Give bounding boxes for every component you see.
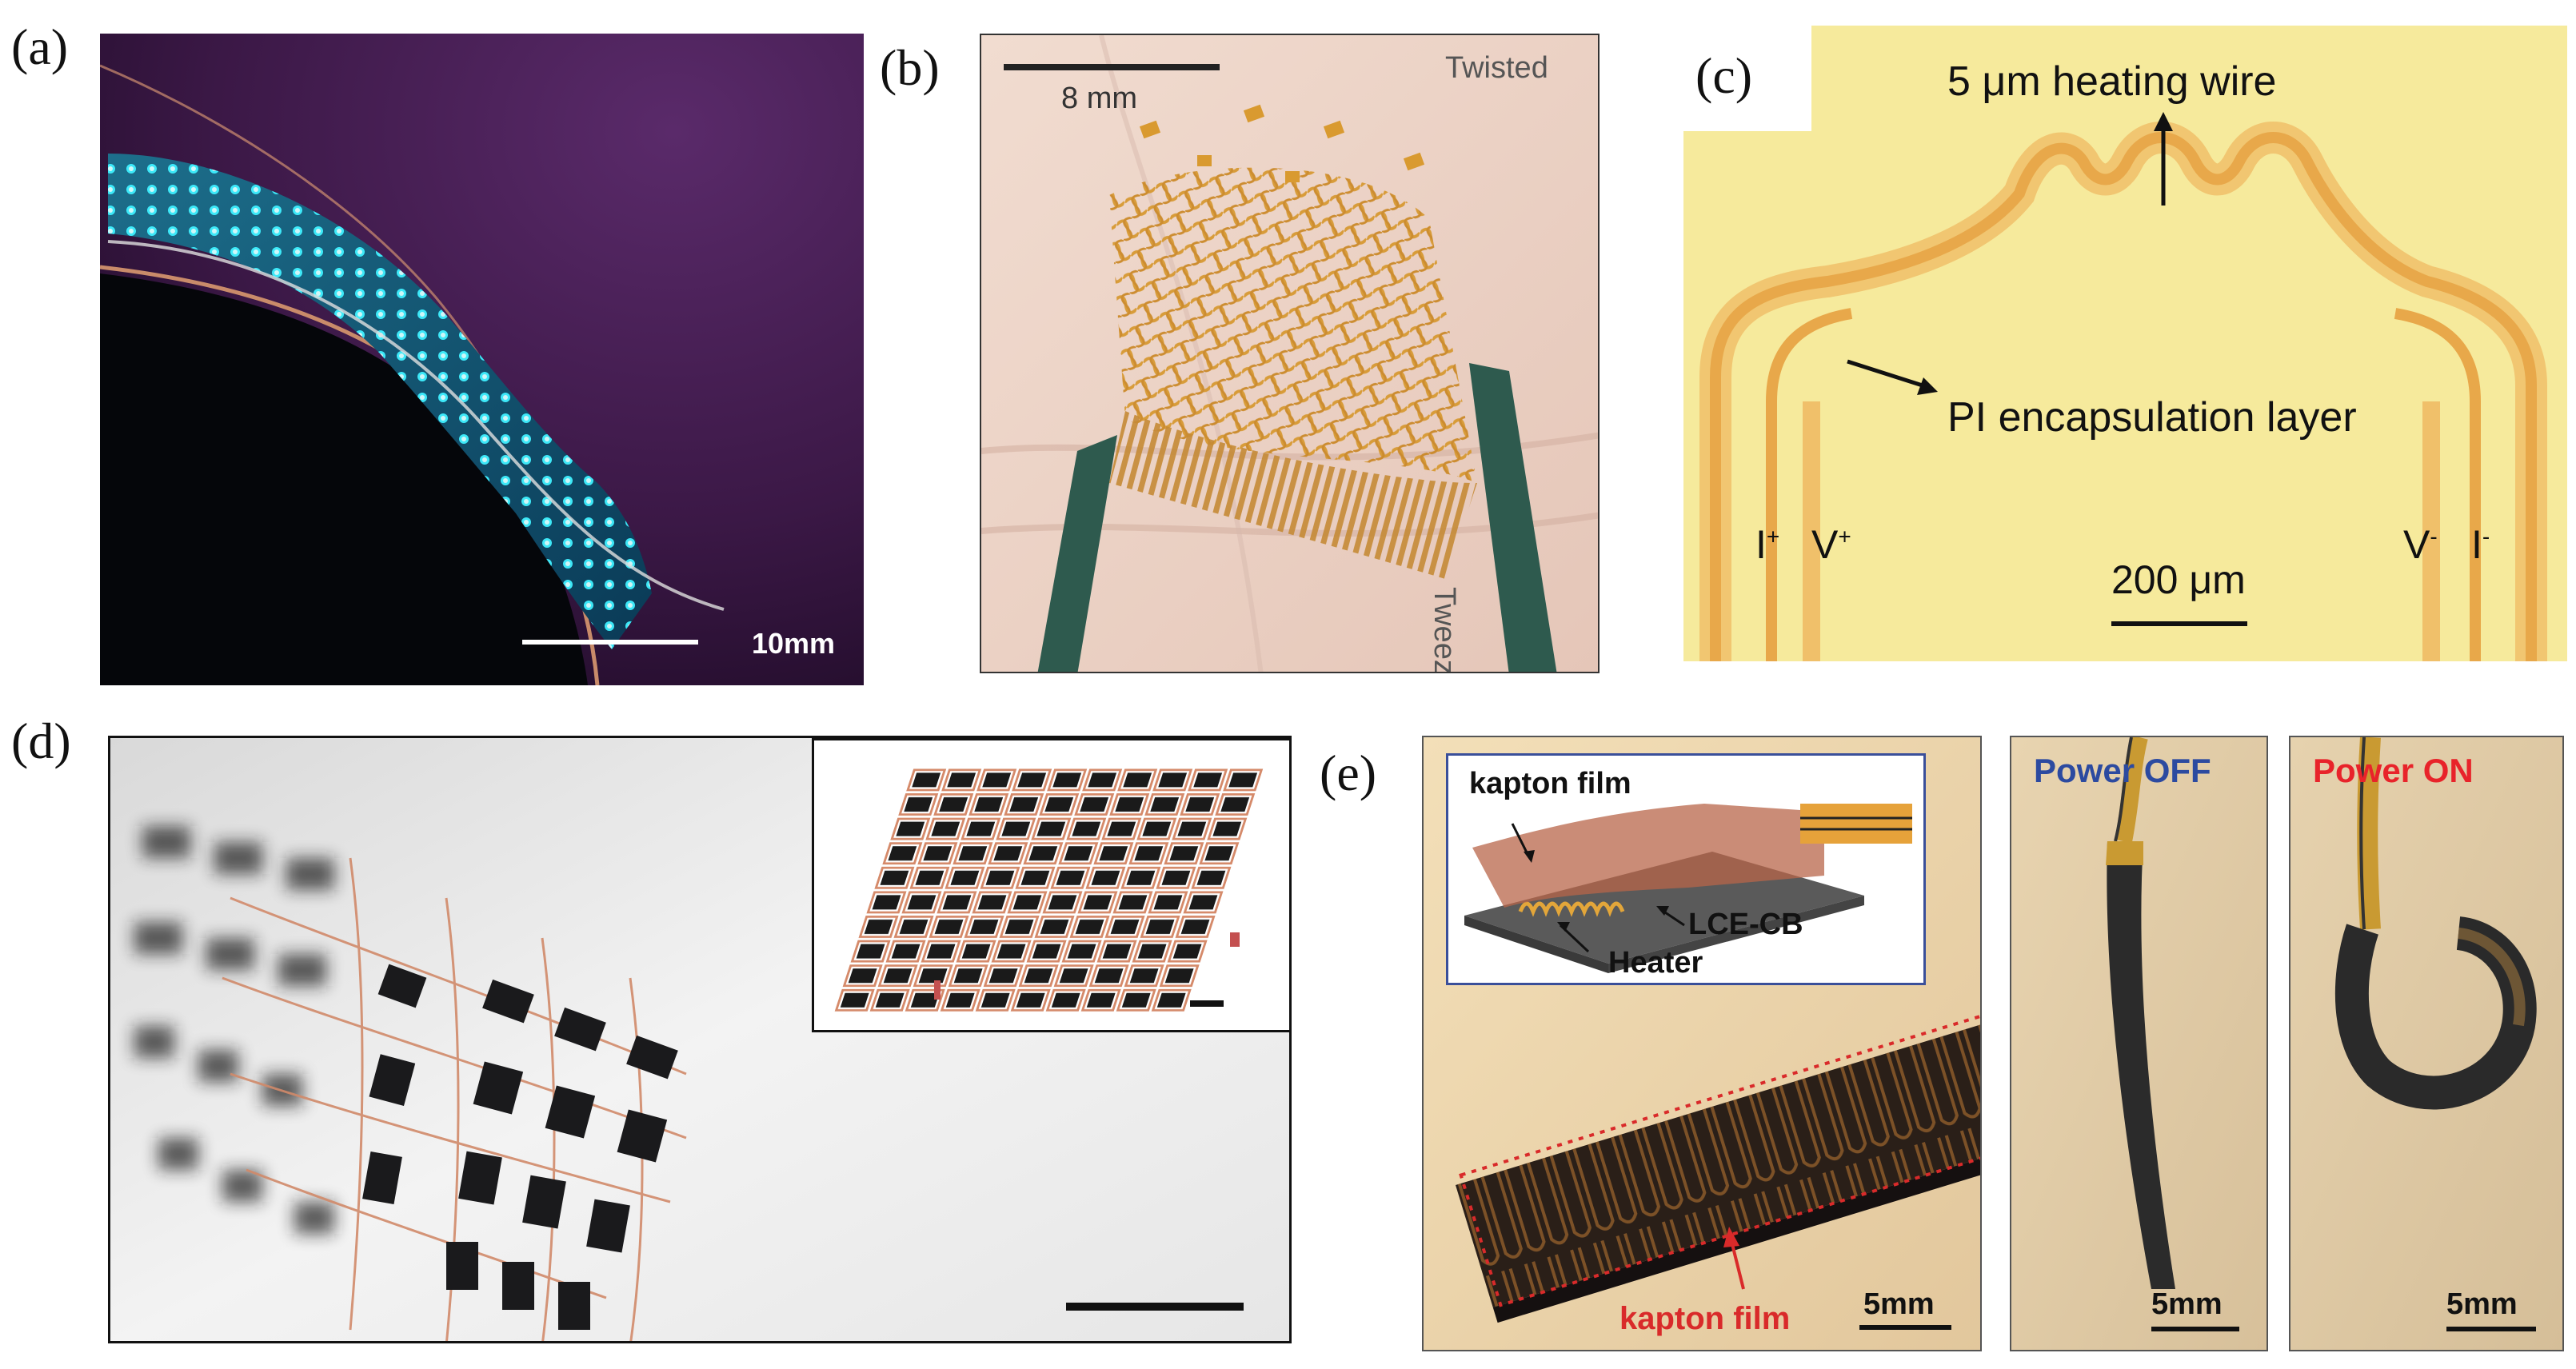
kapton-film-label: kapton film: [1619, 1301, 1791, 1336]
panel-b-twisted-label: Twisted: [1445, 51, 1548, 85]
panel-c-v-plus-label: V+: [1811, 522, 1851, 567]
chip-array: [362, 964, 678, 1330]
panel-e-power-on-illustration: [2290, 737, 2562, 1350]
panel-d-inset: [812, 738, 1289, 1032]
inset-kapton-label: kapton film: [1469, 767, 1631, 800]
inset-heater-label: Heater: [1608, 946, 1703, 980]
power-off-label: Power OFF: [2034, 752, 2211, 789]
panel-e-main-scale-label: 5mm: [1863, 1287, 1935, 1321]
panel-e-inset-schematic: kapton film LCE-CB Heater: [1446, 753, 1926, 985]
panel-a-photo: 10mm: [100, 34, 864, 685]
panel-label-e: (e): [1320, 744, 1377, 801]
panel-e-power-off-illustration: [2011, 737, 2266, 1350]
tweezer-left: [1037, 435, 1117, 672]
panel-d-scale-bar: [1066, 1303, 1244, 1311]
panel-e-on-scale-bar: [2446, 1327, 2536, 1331]
panel-b-scale-bar: [1004, 64, 1220, 70]
panel-c-heating-wire-label: 5 μm heating wire: [1947, 58, 2277, 105]
panel-c-micrograph: 5 μm heating wire PI encapsulation layer…: [1683, 26, 2567, 661]
panel-label-d: (d): [11, 712, 71, 769]
panel-e-power-on-photo: Power ON 5mm: [2289, 736, 2564, 1351]
panel-c-scale-bar: [2111, 621, 2247, 626]
panel-e-main-scale-bar: [1859, 1325, 1951, 1330]
panel-c-encapsulation-label: PI encapsulation layer: [1947, 394, 2357, 441]
panel-b-tweezers-label: Tweezers: [1428, 587, 1461, 673]
panel-e-off-scale-bar: [2151, 1327, 2239, 1331]
strip-straight: [2107, 841, 2175, 1289]
panel-label-c: (c): [1695, 47, 1753, 104]
panel-d-photo: [108, 736, 1292, 1343]
panel-e-off-scale-label: 5mm: [2151, 1287, 2223, 1321]
inset-lce-label: LCE-CB: [1688, 908, 1803, 941]
panel-label-a: (a): [11, 18, 69, 75]
panel-a-illustration: [100, 34, 864, 685]
power-on-label: Power ON: [2313, 752, 2474, 789]
heater-serpentine: [1518, 901, 1625, 917]
panel-a-scale-label: 10mm: [752, 627, 836, 660]
tweezer-right: [1469, 363, 1557, 672]
twisted-mesh: [1109, 167, 1477, 483]
heating-wire: [1710, 132, 2537, 661]
panel-e-inset-illustration: [1464, 804, 1912, 973]
panel-label-b: (b): [880, 39, 940, 96]
panel-d-inset-array: [833, 768, 1265, 1014]
panel-c-i-plus-label: I+: [1755, 522, 1780, 567]
panel-b-illustration: [981, 35, 1598, 672]
panel-c-v-minus-label: V-: [2403, 522, 2438, 567]
panel-c-i-minus-label: I-: [2471, 522, 2490, 567]
panel-e-on-scale-label: 5mm: [2446, 1287, 2518, 1321]
panel-a-scale-bar: [522, 640, 698, 645]
panel-b-scale-label: 8 mm: [1061, 82, 1137, 115]
panel-c-illustration: [1683, 26, 2567, 661]
inset-scale-bar: [1190, 1000, 1224, 1007]
panel-e-main-photo: kapton film LCE-CB Heater kapton film 5m…: [1422, 736, 1982, 1351]
panel-c-scale-label: 200 μm: [2111, 557, 2246, 602]
panel-b-photo: 8 mm Twisted Tweezers: [980, 34, 1600, 673]
panel-e-power-off-photo: Power OFF 5mm: [2010, 736, 2268, 1351]
